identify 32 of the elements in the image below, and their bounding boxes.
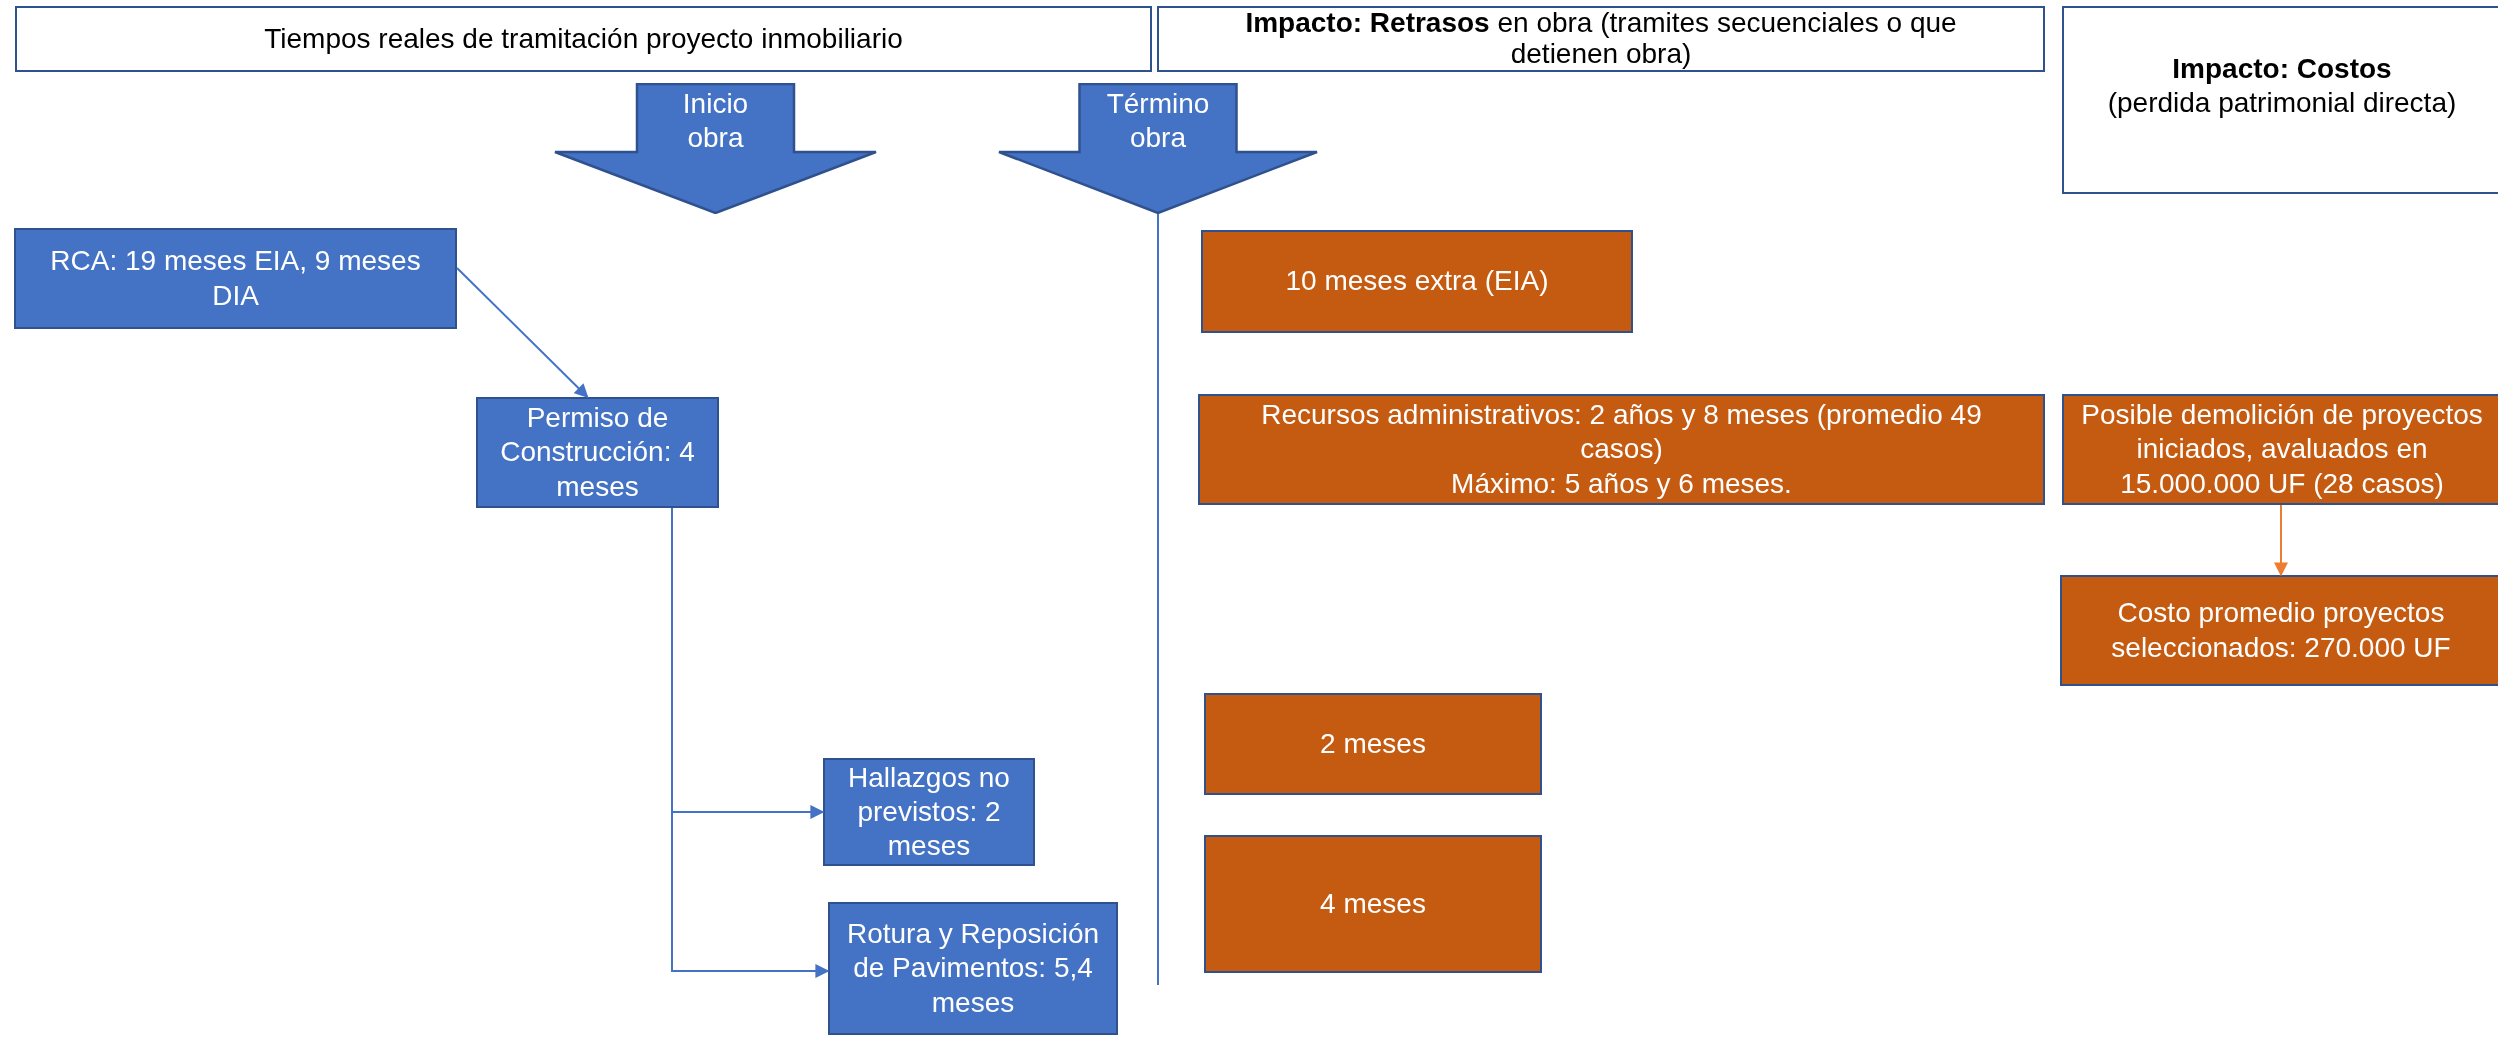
header-box — [2062, 6, 2498, 194]
impact-box — [1198, 394, 2045, 505]
subheading-text: (perdida patrimonial directa) — [2107, 86, 2457, 121]
arrow — [456, 267, 589, 398]
heading-text: Tiempos reales de tramitación proyecto inmobiliario — [264, 21, 903, 56]
box-text: Hallazgos no previstos: 2 meses — [847, 760, 1011, 864]
impact-box — [1201, 230, 1633, 333]
header-box — [1157, 6, 2045, 72]
heading-text: Impacto: Retrasos en obra (tramites secuenciales o que detienen obra) — [1244, 8, 1958, 70]
process-box — [828, 902, 1118, 1035]
process-box — [823, 758, 1035, 866]
vertical-line — [1157, 213, 1159, 986]
box-text: RCA: 19 meses EIA, 9 meses DIA — [49, 244, 422, 313]
box-text: Máximo: 5 años y 6 meses. — [1450, 466, 1793, 501]
box-text: Permiso de Construcción: 4 meses — [499, 401, 696, 504]
arrow — [2274, 504, 2288, 577]
arrow-label: Inicio obra — [681, 87, 750, 156]
box-text: Posible demolición de proyectos iniciados, avaluados en 15.000.000 UF (28 casos) — [2080, 398, 2484, 501]
box-text: 10 meses extra (EIA) — [1285, 264, 1549, 299]
box-text: Recursos administrativos: 2 años y 8 meses (promedio 49 casos) — [1260, 398, 1983, 467]
impact-box — [1204, 835, 1542, 973]
impact-box — [1204, 693, 1542, 795]
box-text: Costo promedio proyectos seleccionados: 270.000 UF — [2110, 596, 2452, 665]
box-text: Rotura y Reposición de Pavimentos: 5,4 meses — [845, 917, 1101, 1020]
header-box — [15, 6, 1152, 72]
heading-text: Impacto: Costos — [2172, 52, 2392, 86]
arrow-label: Término obra — [1105, 87, 1211, 156]
box-text: 4 meses — [1320, 886, 1426, 921]
box-text: 2 meses — [1320, 726, 1426, 761]
process-box — [14, 228, 457, 329]
process-box — [476, 397, 719, 508]
impact-box — [2060, 575, 2498, 686]
